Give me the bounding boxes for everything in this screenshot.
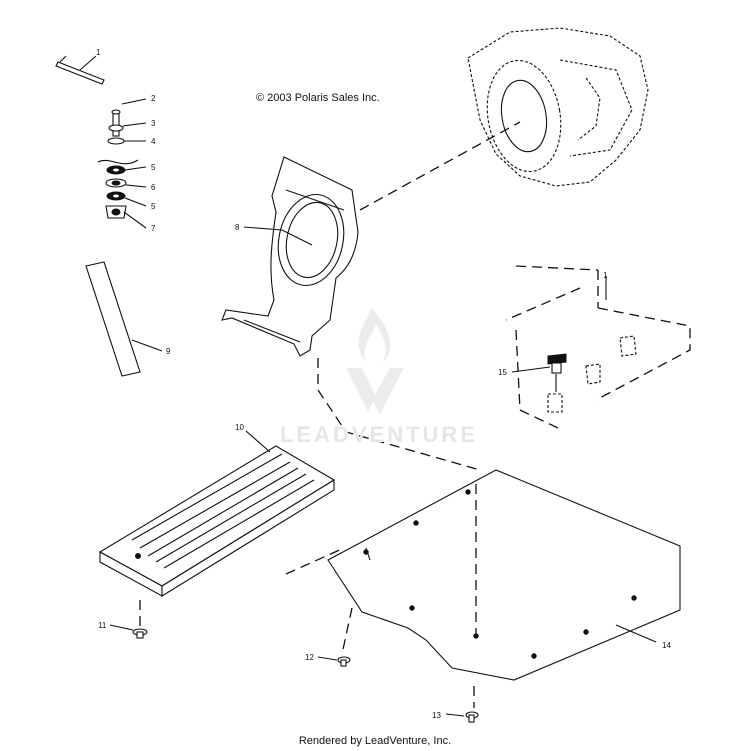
part-13-screw xyxy=(445,686,479,723)
callout-8: 8 xyxy=(235,223,240,232)
part-8-bellows-boot xyxy=(221,156,359,357)
part-14-floor-plate xyxy=(327,469,681,681)
callout-7: 7 xyxy=(151,224,156,233)
callout-labels: 1 2 3 4 5 6 5 7 8 9 10 11 12 13 14 15 1 xyxy=(96,48,671,720)
footer-credit: Rendered by LeadVenture, Inc. xyxy=(298,735,452,747)
callout-11: 11 xyxy=(98,621,107,630)
callout-4: 4 xyxy=(151,137,156,146)
callout-13: 13 xyxy=(432,711,441,720)
callout-15: 15 xyxy=(498,368,507,377)
callout-1-hull: 1 xyxy=(603,271,608,280)
hull-dashed-outline xyxy=(505,265,691,429)
copyright-notice: © 2003 Polaris Sales Inc. xyxy=(256,92,380,104)
centerline-boot-to-pump xyxy=(359,121,521,211)
part-1-tie-strap xyxy=(55,55,105,85)
callout-3: 3 xyxy=(151,119,156,128)
callout-6: 6 xyxy=(151,183,156,192)
part-10-footrest-mat xyxy=(98,430,336,597)
fastener-stack-parts-2-7 xyxy=(97,98,147,229)
callout-10: 10 xyxy=(235,423,244,432)
callout-5a: 5 xyxy=(151,163,156,172)
part-15-drain-plug xyxy=(511,353,567,392)
centerline-boot-to-floor xyxy=(317,358,481,471)
jet-pump-housing xyxy=(467,27,649,187)
callout-1: 1 xyxy=(96,48,101,57)
centerline-screw-12 xyxy=(341,607,353,655)
callout-12: 12 xyxy=(305,653,314,662)
part-11-screw xyxy=(109,596,148,639)
part-9-strip xyxy=(85,261,163,377)
callout-5b: 5 xyxy=(151,202,156,211)
watermark-text: LEADVENTURE xyxy=(279,422,478,447)
callout-2: 2 xyxy=(151,94,156,103)
centerline-mat-to-floor xyxy=(285,547,345,575)
part-12-screw xyxy=(317,656,351,667)
callout-9: 9 xyxy=(166,347,171,356)
leadventure-watermark-logo xyxy=(346,308,404,414)
callout-14: 14 xyxy=(662,641,671,650)
